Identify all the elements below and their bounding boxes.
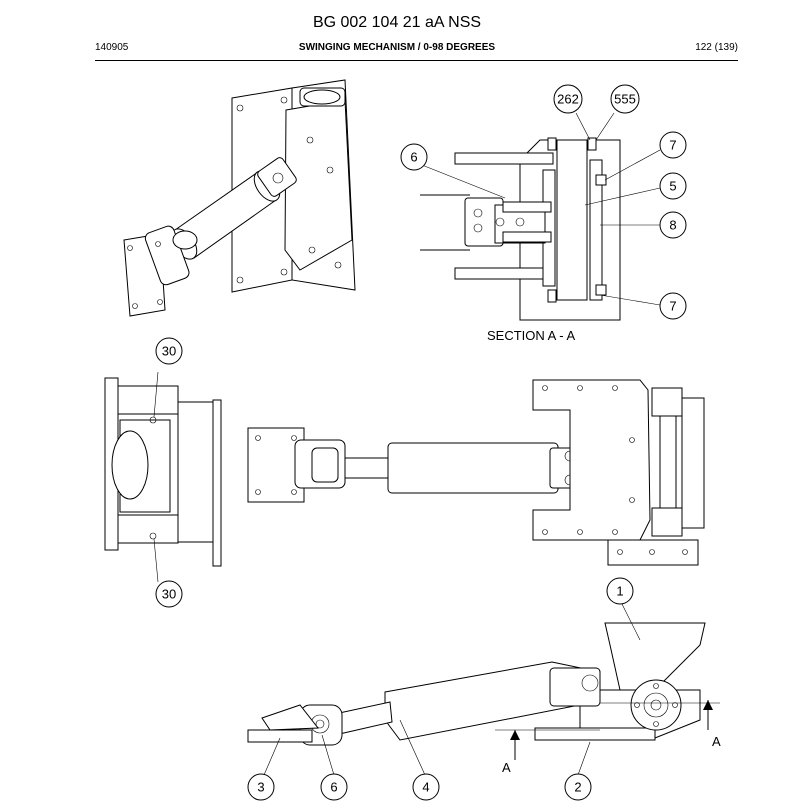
callout-4-label: 4: [422, 780, 429, 795]
callout-7-bottom-label: 7: [669, 299, 676, 314]
callout-6-bottom: 6: [320, 773, 348, 801]
document-date: 140905: [95, 42, 129, 53]
document-subtitle: SWINGING MECHANISM / 0-98 DEGREES: [298, 42, 496, 53]
front-view: A A: [247, 603, 721, 776]
callout-30-top-label: 30: [162, 344, 176, 359]
callout-1-label: 1: [616, 584, 623, 599]
section-label: SECTION A - A: [487, 328, 575, 343]
top-view: [247, 379, 705, 566]
callout-7-bottom: 7: [659, 292, 687, 320]
callout-7-top-label: 7: [669, 138, 676, 153]
callout-8-label: 8: [669, 218, 676, 233]
callout-30-top: 30: [155, 337, 183, 365]
callout-6-section: 6: [400, 143, 428, 171]
callout-3: 3: [247, 773, 275, 801]
callout-5: 5: [659, 172, 687, 200]
page-number: 122 (139): [695, 42, 738, 53]
callout-4: 4: [412, 773, 440, 801]
callout-262: 262: [553, 84, 583, 114]
callout-30-bottom-label: 30: [162, 587, 176, 602]
section-view: SECTION A - A: [420, 112, 661, 343]
side-view: [104, 371, 222, 583]
header-rule: [95, 60, 738, 61]
callout-2: 2: [564, 773, 592, 801]
isometric-view: [123, 79, 356, 317]
document-title: BG 002 104 21 aA NSS: [312, 14, 482, 31]
callout-8: 8: [659, 211, 687, 239]
callout-5-label: 5: [669, 179, 676, 194]
callout-555: 555: [610, 84, 640, 114]
callout-1: 1: [606, 577, 634, 605]
callout-555-label: 555: [614, 92, 636, 107]
callout-7-top: 7: [659, 131, 687, 159]
callout-30-bottom: 30: [155, 580, 183, 608]
section-marker-left: A: [502, 760, 511, 775]
callout-6-bottom-label: 6: [330, 780, 337, 795]
callout-262-label: 262: [557, 92, 579, 107]
callout-6-section-label: 6: [410, 150, 417, 165]
section-marker-right: A: [712, 734, 721, 749]
callout-3-label: 3: [257, 780, 264, 795]
callout-2-label: 2: [574, 780, 581, 795]
